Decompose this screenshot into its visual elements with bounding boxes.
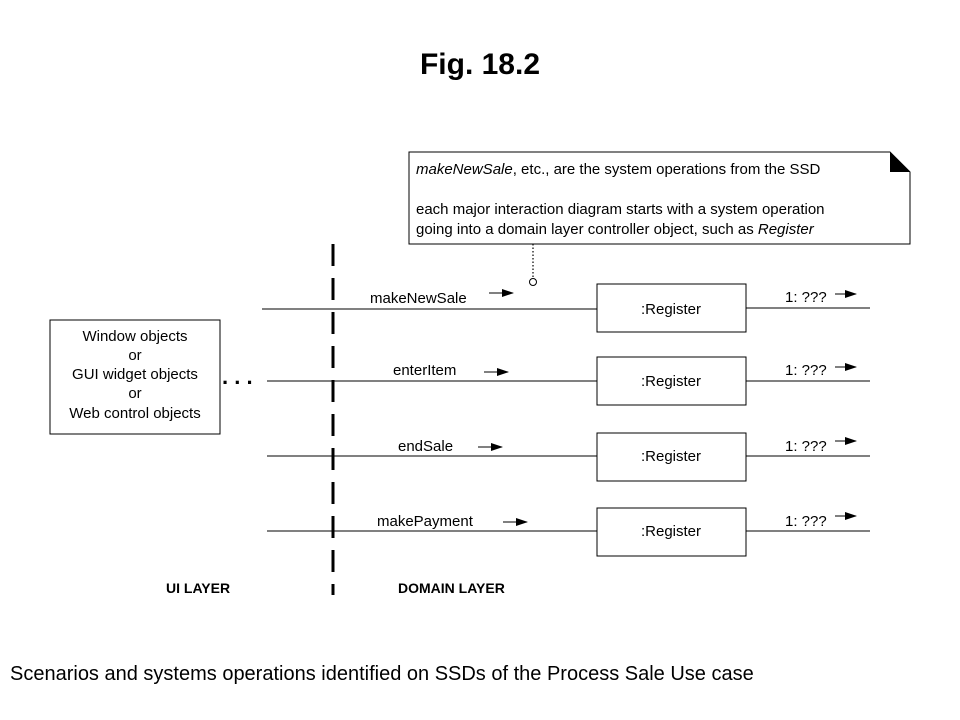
object-label: :Register [641, 448, 701, 465]
message-label: enterItem [393, 362, 456, 379]
note-line-2: each major interaction diagram starts wi… [416, 201, 825, 218]
domain-layer-label: DOMAIN LAYER [398, 580, 505, 596]
note-fold [890, 152, 910, 172]
outgoing-label: 1: ??? [785, 362, 827, 379]
operation-row-1: makeNewSale :Register 1: ??? [262, 283, 870, 333]
object-label: :Register [641, 523, 701, 540]
ui-box-line-3: GUI widget objects [72, 366, 198, 383]
figure-caption: Scenarios and systems operations identif… [10, 663, 754, 685]
ui-box-line-1: Window objects [82, 328, 187, 345]
note-line-1-italic: makeNewSale [416, 161, 513, 178]
note-anchor [529, 278, 537, 286]
outgoing-label: 1: ??? [785, 513, 827, 530]
figure-title: Fig. 18.2 [419, 48, 541, 81]
ui-box-line-2: or [128, 347, 141, 364]
note-border [408, 151, 911, 245]
object-label: :Register [641, 373, 701, 390]
note: makeNewSale, etc., are the system operat… [408, 151, 911, 245]
ui-layer-label: UI LAYER [166, 580, 230, 596]
note-line-3-italic: Register [758, 221, 815, 238]
ui-box-line-5: Web control objects [69, 405, 200, 422]
ui-box-border [49, 319, 221, 435]
operation-row-4: makePayment :Register 1: ??? [267, 507, 870, 557]
register-box [596, 283, 747, 333]
ellipsis: . . . [222, 364, 253, 389]
note-line-3: going into a domain layer controller obj… [416, 221, 815, 238]
outgoing-label: 1: ??? [785, 289, 827, 306]
note-line-1-rest: , etc., are the system operations from t… [513, 161, 821, 178]
operation-row-2: enterItem :Register 1: ??? [267, 356, 870, 406]
message-label: makePayment [377, 513, 474, 530]
outgoing-label: 1: ??? [785, 438, 827, 455]
note-line-3-start: going into a domain layer controller obj… [416, 221, 758, 238]
register-box [596, 507, 747, 557]
register-box [596, 432, 747, 482]
operation-row-3: endSale :Register 1: ??? [267, 432, 870, 482]
object-label: :Register [641, 301, 701, 318]
message-label: endSale [398, 438, 453, 455]
ui-box-line-4: or [128, 385, 141, 402]
ui-objects-box: Window objects or GUI widget objects or … [49, 319, 221, 435]
message-label: makeNewSale [370, 290, 467, 307]
note-line-1: makeNewSale, etc., are the system operat… [416, 161, 821, 178]
